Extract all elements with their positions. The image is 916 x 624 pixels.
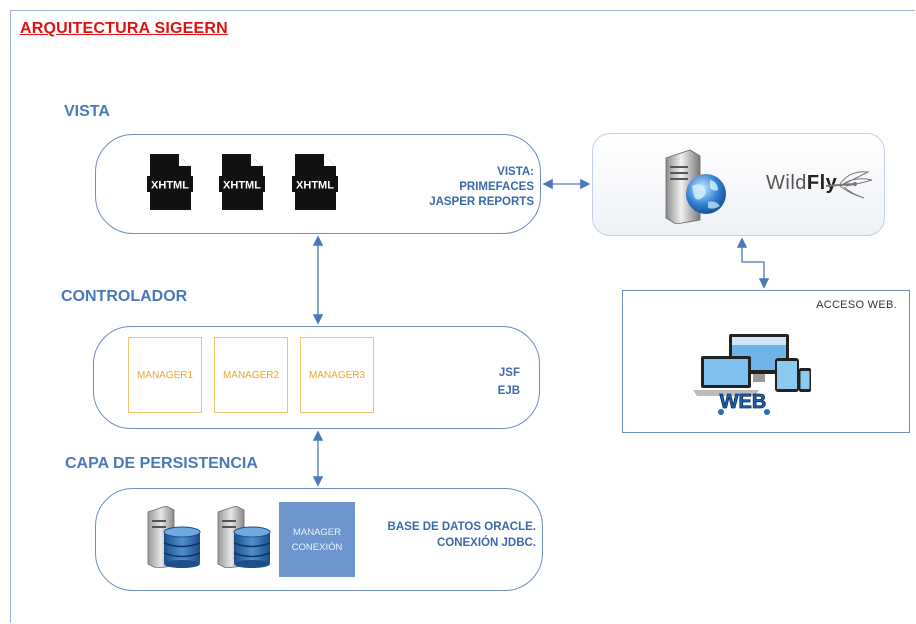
persistencia-tech-line-1: BASE DE DATOS ORACLE.	[387, 521, 536, 533]
manager1-box: MANAGER1	[128, 337, 202, 413]
web-badge-text: WEB	[720, 391, 767, 413]
database-server-icon-1	[147, 506, 201, 568]
vista-tech-line-1: VISTA:	[497, 166, 534, 178]
persistencia-tech-text: BASE DE DATOS ORACLE. CONEXIÓN JDBC.	[388, 519, 536, 551]
xhtml-label-1: XHTML	[151, 180, 189, 192]
xhtml-file-icon-1: XHTML	[147, 154, 193, 210]
acceso-web-label: ACCESO WEB.	[816, 299, 897, 311]
controlador-layer	[93, 326, 540, 429]
xhtml-file-icon-2: XHTML	[219, 154, 265, 210]
arrow-wildfly-web	[736, 237, 770, 289]
vista-tech-text: VISTA: PRIMEFACES JASPER REPORTS	[429, 165, 534, 210]
vista-tech-line-3: JASPER REPORTS	[429, 196, 534, 208]
xhtml-label-3: XHTML	[296, 180, 334, 192]
vista-tech-line-2: PRIMEFACES	[459, 181, 534, 193]
diagram-frame	[10, 10, 915, 623]
multi-device-web-icon: WEB	[693, 334, 811, 415]
wildfly-logo-bold: Fly	[806, 172, 838, 194]
database-server-icon-2	[217, 506, 271, 568]
manager-conexion-line-2: CONEXIÓN	[291, 541, 343, 553]
persistencia-tech-line-2: CONEXIÓN JDBC.	[436, 537, 536, 549]
controlador-tech-line-1: JSF	[498, 367, 520, 379]
heading-controlador: CONTROLADOR	[61, 288, 188, 305]
wildfly-logo: WildFly	[766, 172, 837, 195]
manager-conexion-box: MANAGER CONEXIÓN	[279, 502, 355, 577]
xhtml-file-icon-3: XHTML	[292, 154, 338, 210]
manager-conexion-line-1: MANAGER	[292, 526, 342, 538]
diagram-title: ARQUITECTURA SIGEERN	[20, 20, 228, 37]
controlador-tech-line-2: EJB	[497, 385, 520, 397]
xhtml-label-2: XHTML	[223, 180, 261, 192]
wildfly-logo-prefix: Wild	[766, 172, 807, 194]
wildfly-dragonfly-icon	[825, 171, 873, 199]
web-server-globe-icon	[665, 149, 726, 224]
manager3-box: MANAGER3	[300, 337, 374, 413]
manager2-box: MANAGER2	[214, 337, 288, 413]
controlador-tech-text: JSF EJB	[498, 364, 520, 400]
heading-vista: VISTA	[64, 103, 110, 120]
heading-persistencia: CAPA DE PERSISTENCIA	[65, 455, 258, 472]
